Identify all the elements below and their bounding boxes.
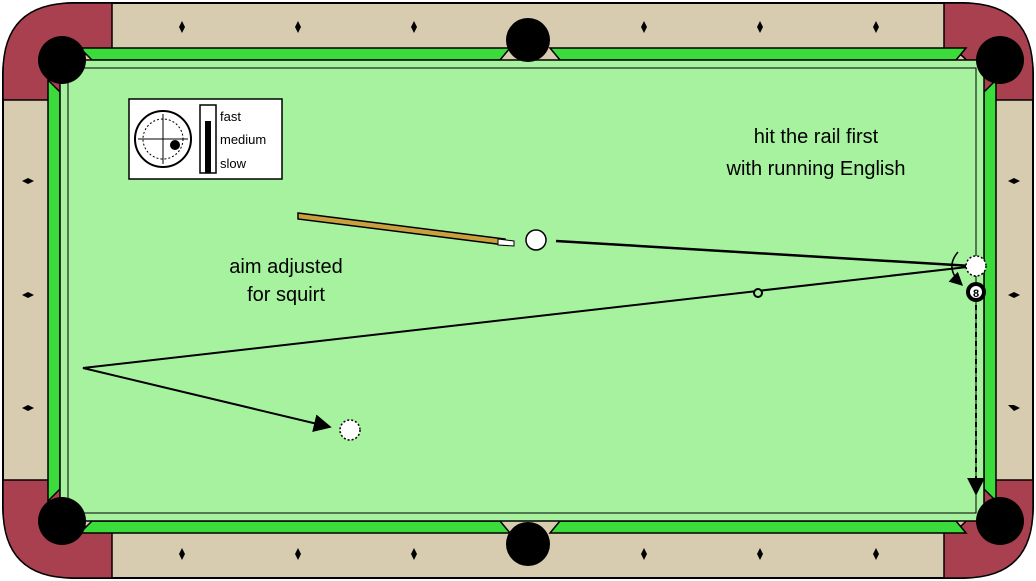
pocket-bottom-right [976, 497, 1024, 545]
shot-legend: fast medium slow [129, 99, 282, 179]
pocket-top-right [976, 36, 1024, 84]
speed-label-fast: fast [220, 109, 241, 124]
squirt-note-line1: aim adjusted [229, 256, 342, 278]
cushion-top-left [80, 48, 510, 60]
speed-label-slow: slow [220, 156, 247, 171]
path-marker [754, 289, 762, 297]
pocket-top-left [38, 36, 86, 84]
cue-tip-target-icon [135, 111, 191, 167]
rail-note-line2: with running English [726, 158, 906, 180]
eight-ball-number: 8 [973, 288, 979, 300]
ghost-cue-ball-contact [966, 256, 986, 276]
ghost-cue-ball-final [340, 420, 360, 440]
cushion-top-right [550, 48, 966, 60]
speed-label-medium: medium [220, 132, 266, 147]
pocket-bottom-left [38, 497, 86, 545]
squirt-note-line2: for squirt [247, 284, 325, 306]
pocket-bottom-middle [506, 522, 550, 566]
cushion-bottom-right [550, 521, 966, 533]
cue-ball [526, 230, 546, 250]
cushion-left [48, 80, 60, 501]
speed-bar-icon [200, 105, 216, 173]
eight-ball: 8 [966, 282, 986, 302]
pocket-top-middle [506, 18, 550, 62]
rail-note-line1: hit the rail first [754, 126, 879, 148]
cushion-bottom-left [80, 521, 510, 533]
